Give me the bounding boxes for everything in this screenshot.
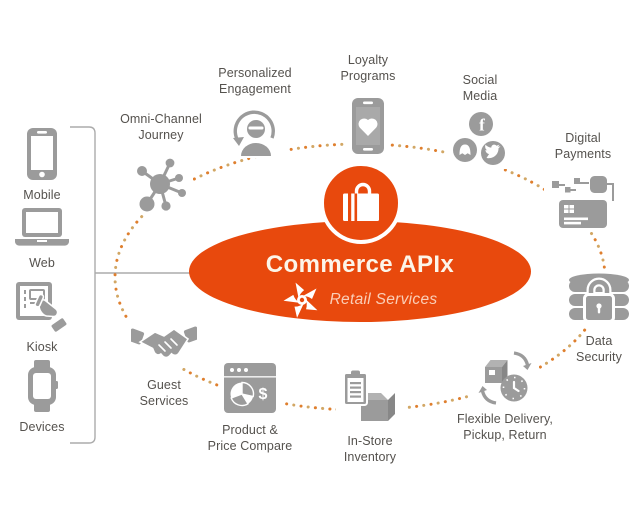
ring-node-personalized-engagement: Personalized Engagement (203, 66, 307, 158)
facebook-icon (469, 111, 493, 136)
center-subtitle-row: Retail Services (189, 281, 531, 319)
phone-heart-icon (346, 95, 390, 156)
left-item-label: Devices (19, 420, 65, 434)
delivery-clock-icon (471, 348, 539, 408)
node-label: Omni-Channel Journey (120, 112, 202, 142)
pinwheel-logo-icon (283, 282, 317, 318)
node-label: Personalized Engagement (218, 66, 292, 96)
ring-node-guest-services: Guest Services (112, 320, 216, 410)
left-item-web: Web (0, 202, 84, 272)
network-icon (129, 155, 193, 214)
left-item-label: Web (29, 256, 55, 270)
ring-node-product-price-compare: $ Product & Price Compare (198, 361, 302, 455)
svg-text:$: $ (259, 386, 268, 403)
node-label: Product & Price Compare (207, 423, 293, 453)
node-label: Data Security (576, 334, 622, 364)
smartwatch-icon (21, 358, 63, 414)
left-item-label: Mobile (23, 188, 61, 202)
social-networks-icon: f (447, 108, 513, 169)
ring-node-omni-channel: Omni-Channel Journey (105, 112, 217, 214)
node-label: Loyalty Programs (340, 53, 396, 83)
payment-card-icon (544, 171, 622, 232)
kiosk-icon (10, 280, 74, 334)
laptop-icon (10, 206, 74, 250)
center-subtitle: Retail Services (329, 291, 438, 308)
node-label: Flexible Delivery, Pickup, Return (456, 412, 554, 442)
database-lock-icon (562, 270, 631, 326)
customer-headset-icon (224, 107, 286, 158)
ring-node-digital-payments: Digital Payments (536, 131, 630, 232)
left-bracket-line (70, 126, 96, 444)
ring-node-loyalty-programs: Loyalty Programs (316, 53, 420, 156)
left-item-mobile: Mobile (0, 126, 84, 204)
ring-node-in-store-inventory: In-Store Inventory (316, 368, 424, 466)
price-compare-icon: $ (219, 361, 281, 415)
shopping-bag-icon (343, 182, 379, 221)
handshake-icon (126, 320, 202, 368)
ring-node-social-media: Social Media f (428, 73, 532, 169)
left-item-label: Kiosk (26, 340, 58, 354)
shopping-bag-badge (320, 162, 402, 244)
left-item-devices: Devices (0, 358, 84, 436)
node-label: Guest Services (139, 378, 189, 408)
node-label: In-Store Inventory (343, 434, 397, 464)
ring-node-data-security: Data Security (556, 270, 631, 366)
inventory-box-icon (336, 368, 404, 428)
smartphone-icon (21, 126, 63, 182)
ring-node-flexible-delivery: Flexible Delivery, Pickup, Return (443, 348, 567, 444)
svg-text:f: f (479, 115, 485, 134)
center-title: Commerce APIx (265, 251, 455, 278)
node-label: Digital Payments (554, 131, 612, 161)
left-item-kiosk: Kiosk (0, 280, 84, 356)
node-label: Social Media (462, 73, 498, 103)
